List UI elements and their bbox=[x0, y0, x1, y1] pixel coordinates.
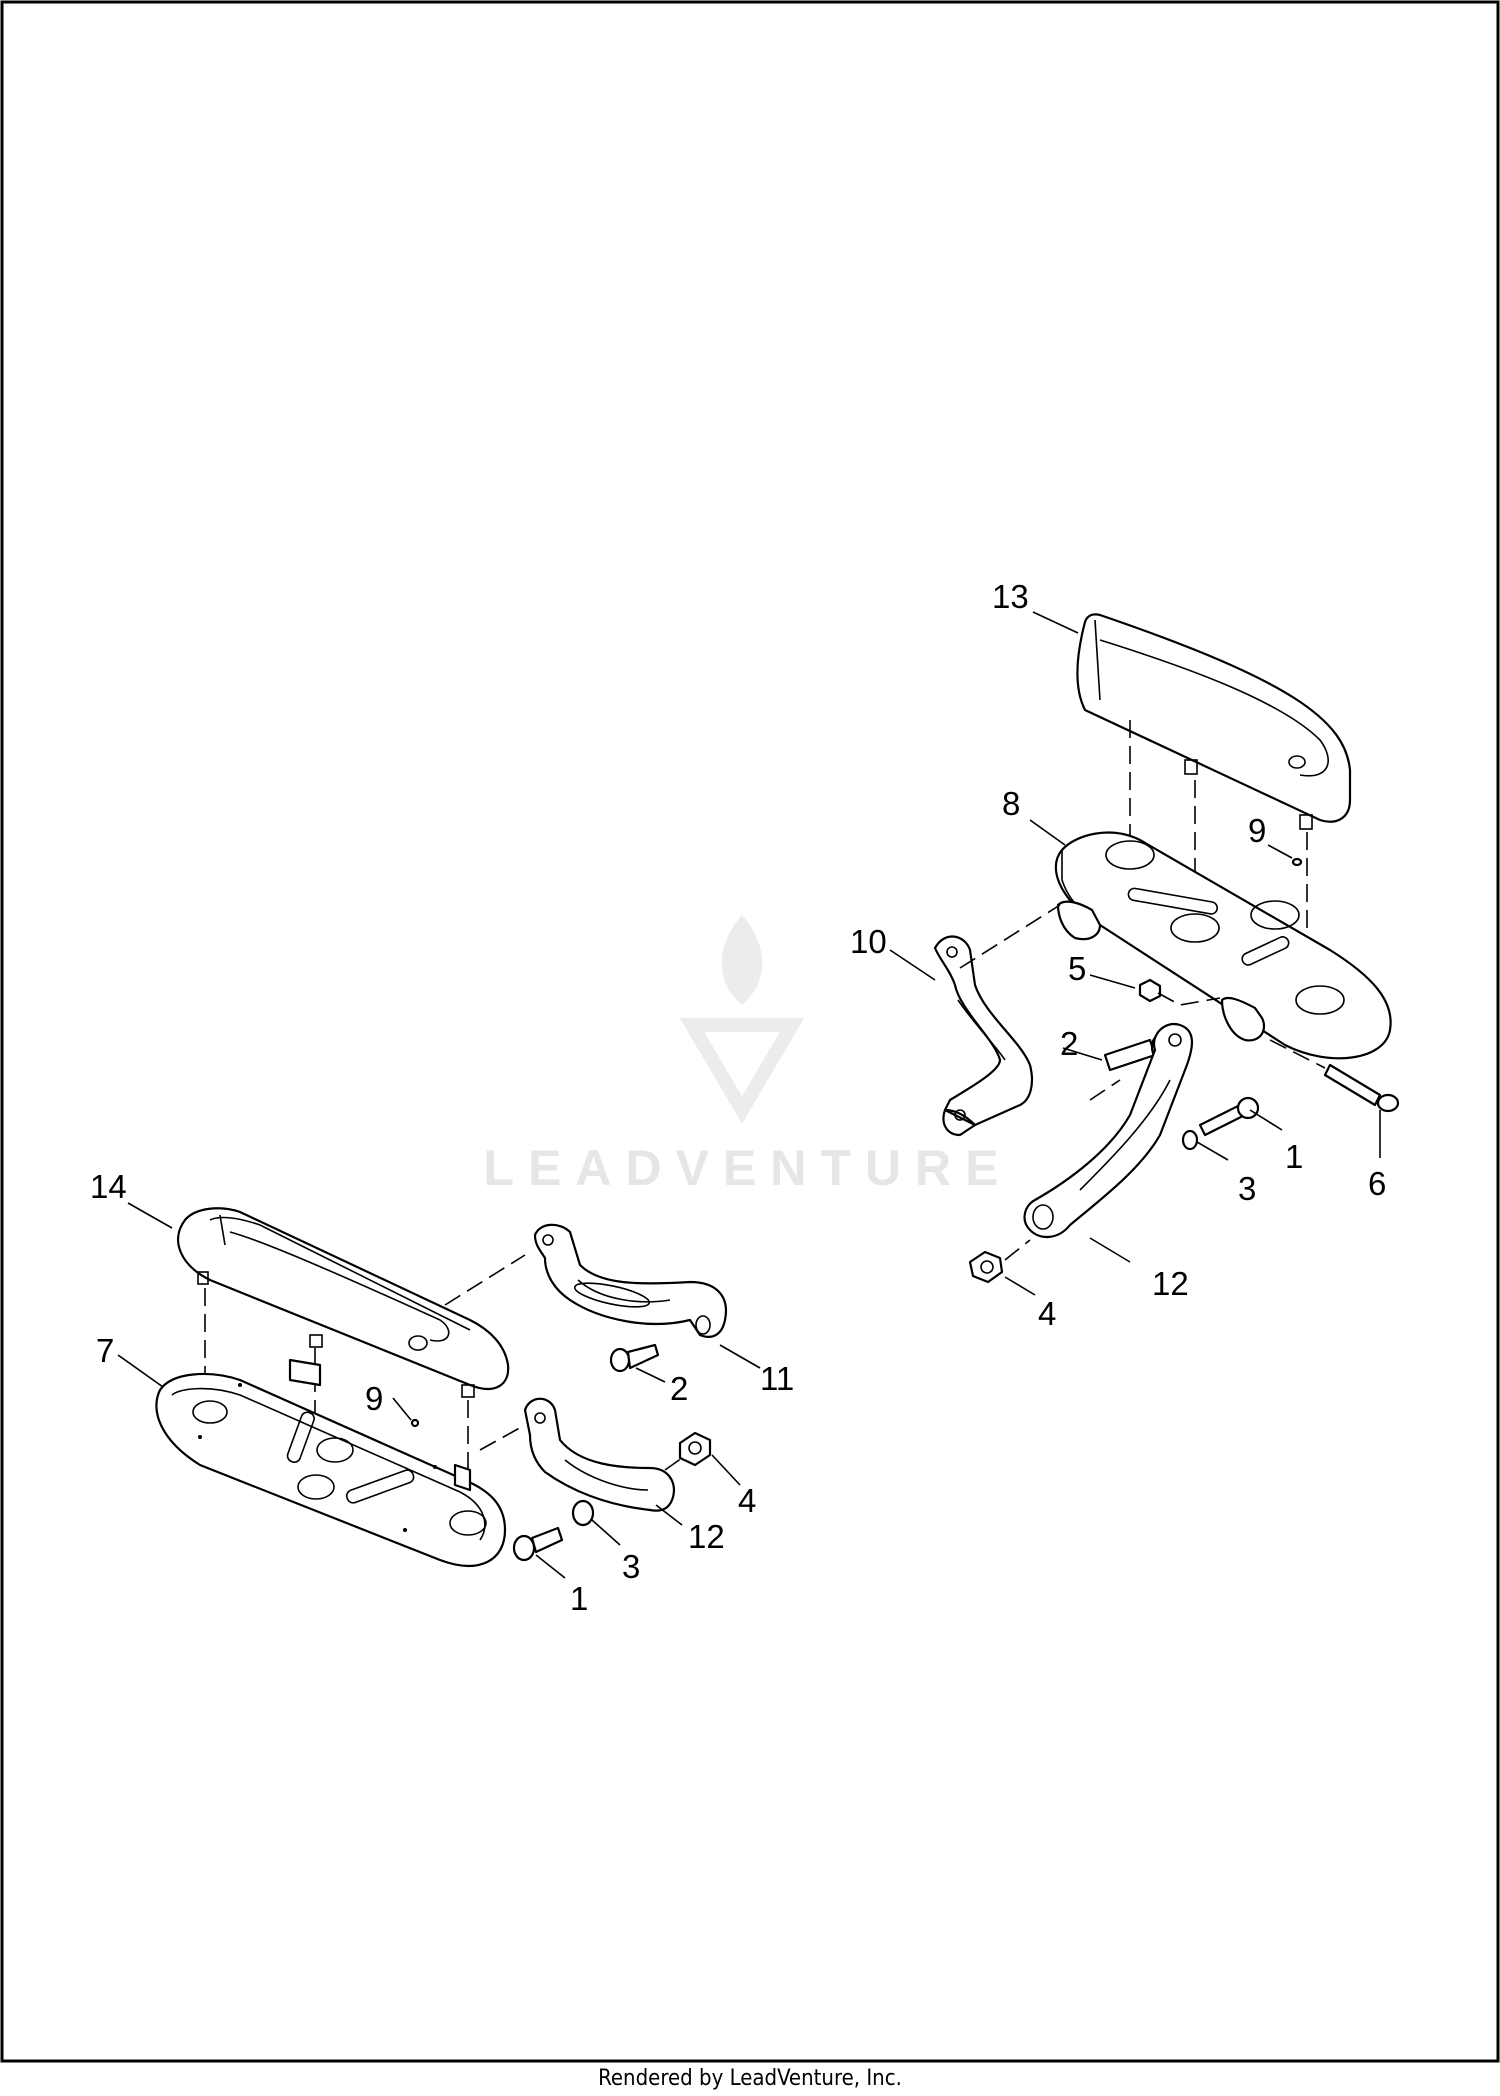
watermark-flame-icon bbox=[721, 915, 763, 1005]
callout-left-7: 7 bbox=[96, 1332, 114, 1369]
callout-right-3: 3 bbox=[1238, 1170, 1256, 1207]
right-footboard-pad bbox=[1076, 613, 1352, 830]
callout-right-2: 2 bbox=[1060, 1025, 1078, 1062]
callout-right-4: 4 bbox=[1038, 1295, 1056, 1332]
callout-right-13: 13 bbox=[992, 578, 1029, 615]
left-nut-9 bbox=[410, 1418, 420, 1428]
right-nut-9 bbox=[1291, 857, 1303, 867]
callout-right-5: 5 bbox=[1068, 950, 1086, 987]
left-arm-11 bbox=[533, 1223, 728, 1338]
callout-left-12: 12 bbox=[688, 1518, 725, 1555]
callout-right-9: 9 bbox=[1248, 812, 1266, 849]
callout-right-8: 8 bbox=[1002, 785, 1020, 822]
callout-left-9: 9 bbox=[365, 1380, 383, 1417]
footer-credit: Rendered by LeadVenture, Inc. bbox=[598, 2066, 902, 2091]
left-bolt-2 bbox=[609, 1343, 660, 1373]
left-washer-3 bbox=[571, 1499, 595, 1527]
watermark-v-icon bbox=[679, 1018, 805, 1124]
left-footboard-pan bbox=[155, 1358, 507, 1567]
left-bolt-1 bbox=[512, 1526, 564, 1562]
callout-left-14: 14 bbox=[90, 1168, 127, 1205]
left-arm-12 bbox=[523, 1397, 676, 1512]
callout-right-10: 10 bbox=[850, 923, 887, 960]
callout-left-1: 1 bbox=[570, 1580, 588, 1617]
callout-right-12: 12 bbox=[1152, 1265, 1189, 1302]
right-assembly: 13 8 9 10 5 2 1 3 6 12 4 bbox=[850, 578, 1400, 1332]
right-footboard-pan bbox=[1054, 831, 1392, 1060]
callout-right-1: 1 bbox=[1285, 1138, 1303, 1175]
right-nut-5 bbox=[1138, 978, 1162, 1003]
right-bracket-10 bbox=[933, 935, 1034, 1137]
watermark-text: LEADVENTURE bbox=[483, 1140, 1012, 1196]
watermark: LEADVENTURE bbox=[483, 915, 1012, 1196]
right-arm-12 bbox=[1023, 1022, 1193, 1238]
right-bolt-6 bbox=[1323, 1063, 1400, 1113]
left-nut-4 bbox=[678, 1431, 712, 1467]
left-footboard-pad bbox=[177, 1207, 510, 1398]
right-washer-3 bbox=[1181, 1129, 1199, 1151]
callout-left-3: 3 bbox=[622, 1548, 640, 1585]
right-nut-4 bbox=[968, 1250, 1004, 1284]
callout-right-6: 6 bbox=[1368, 1165, 1386, 1202]
right-bolt-1 bbox=[1198, 1096, 1260, 1137]
left-assembly: 14 7 9 2 11 4 12 3 1 bbox=[90, 1168, 794, 1617]
callout-left-4: 4 bbox=[738, 1482, 756, 1519]
callout-left-2: 2 bbox=[670, 1370, 688, 1407]
callout-left-11: 11 bbox=[760, 1360, 794, 1397]
